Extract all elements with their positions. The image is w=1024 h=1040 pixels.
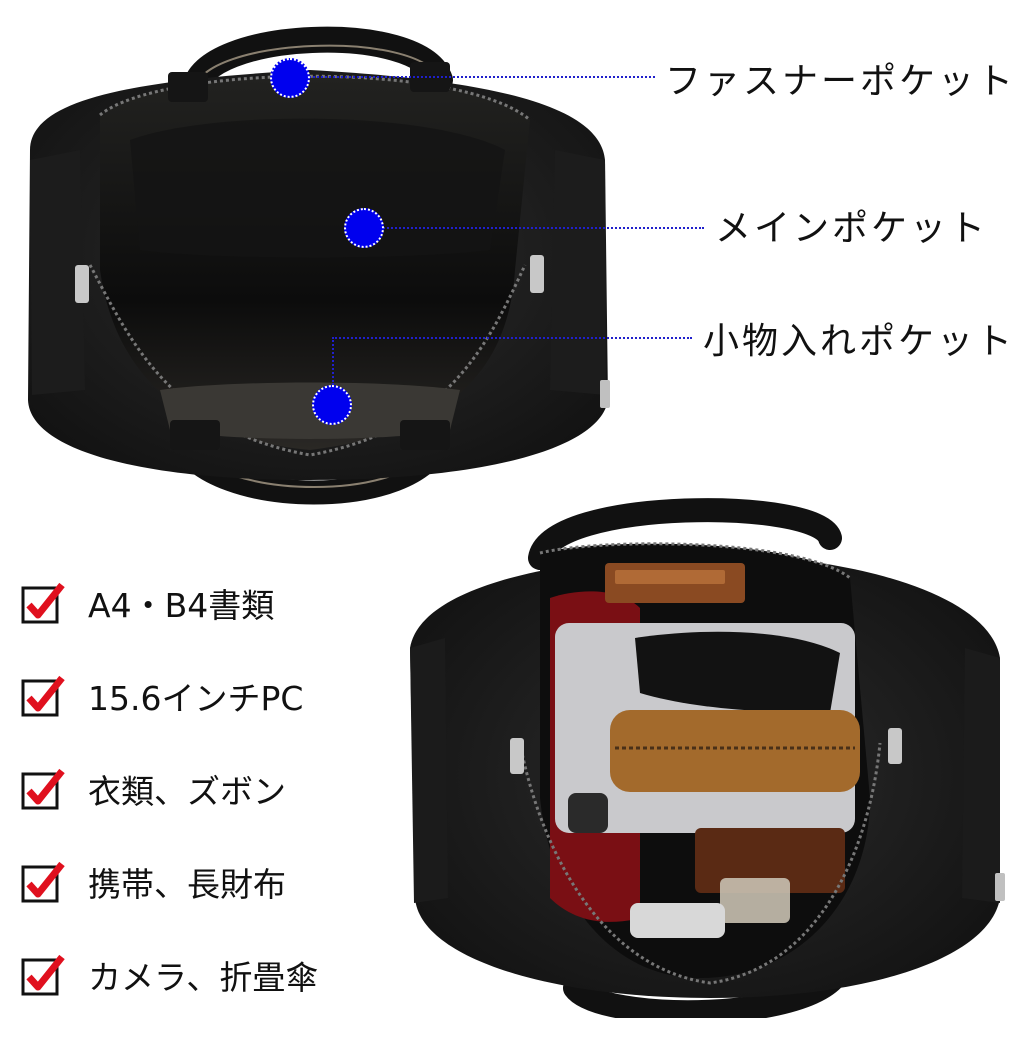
callout-label-zipper-pocket: ファスナーポケット	[665, 61, 1017, 102]
bag-photo-packed-view	[410, 498, 1005, 1018]
callout-line-main-pocket	[364, 227, 704, 229]
checklist-item-label: 15.6インチPC	[88, 679, 304, 718]
checklist-item-documents: A4・B4書類	[20, 575, 318, 631]
callout-marker-accessory-pocket	[312, 385, 352, 425]
checklist-item-phone-wallet: 携帯、長財布	[20, 854, 318, 910]
capacity-checklist: A4・B4書類 15.6インチPC 衣類、ズボン 携帯、長財布 カメラ、折畳傘	[20, 575, 318, 1040]
checklist-item-pc: 15.6インチPC	[20, 668, 318, 724]
callout-marker-main-pocket	[344, 208, 384, 248]
callout-marker-zipper-pocket	[270, 58, 310, 98]
checklist-item-label: 携帯、長財布	[88, 865, 286, 904]
callout-line-zipper-pocket	[290, 76, 655, 78]
checkbox-check-icon	[21, 768, 65, 810]
callout-vline-accessory-pocket	[332, 337, 334, 385]
checkbox-check-icon	[21, 954, 65, 996]
checklist-item-camera-umbrella: カメラ、折畳傘	[20, 947, 318, 1003]
bag-photo-top-view	[28, 26, 610, 505]
checklist-item-clothes: 衣類、ズボン	[20, 761, 318, 817]
callout-label-accessory-pocket: 小物入れポケット	[703, 321, 1016, 362]
checkbox-check-icon	[21, 582, 65, 624]
callout-label-main-pocket: メインポケット	[715, 208, 989, 249]
checklist-item-label: A4・B4書類	[88, 586, 275, 625]
callout-line-accessory-pocket	[332, 337, 692, 339]
checkbox-check-icon	[21, 675, 65, 717]
checklist-item-label: カメラ、折畳傘	[88, 958, 319, 997]
checklist-item-label: 衣類、ズボン	[88, 772, 286, 811]
checkbox-check-icon	[21, 861, 65, 903]
